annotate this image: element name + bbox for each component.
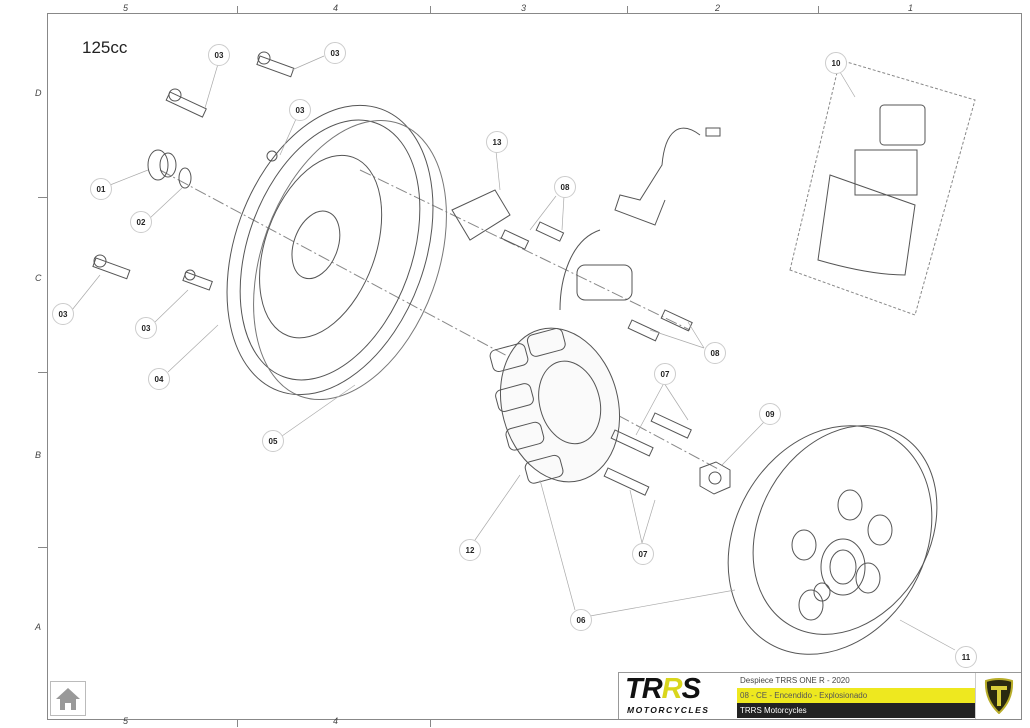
callout-09[interactable]: 09 <box>759 403 781 425</box>
bolt-axis-line <box>359 169 691 331</box>
column-label: 3 <box>521 3 527 13</box>
ruler-tick <box>38 547 47 548</box>
column-label: 5 <box>123 3 129 13</box>
callout-01[interactable]: 01 <box>90 178 112 200</box>
callout-06[interactable]: 06 <box>570 609 592 631</box>
bolt <box>650 412 692 439</box>
column-label: 4 <box>333 716 339 726</box>
pickup-bracket <box>451 189 511 241</box>
home-icon <box>56 687 80 710</box>
trrs-shield-logo <box>975 673 1021 719</box>
plug-cap <box>159 152 177 178</box>
callout-07[interactable]: 07 <box>654 363 676 385</box>
flywheel <box>727 425 938 655</box>
callout-02[interactable]: 02 <box>130 211 152 233</box>
bolt <box>610 429 654 457</box>
drawing-frame <box>47 13 1022 720</box>
callout-03[interactable]: 03 <box>289 99 311 121</box>
column-label: 2 <box>715 3 721 13</box>
title-block: TRRS MOTORCYCLES Despiece TRRS ONE R - 2… <box>618 672 1021 719</box>
ruler-tick <box>430 6 431 13</box>
bolt <box>182 269 213 291</box>
row-label: D <box>35 88 42 98</box>
callout-04[interactable]: 04 <box>148 368 170 390</box>
callout-08[interactable]: 08 <box>554 176 576 198</box>
ruler-tick <box>430 720 431 727</box>
row-label: B <box>35 450 42 460</box>
leader-lines <box>71 55 956 651</box>
callout-11[interactable]: 11 <box>955 646 977 668</box>
bolt <box>500 229 530 250</box>
callout-03[interactable]: 03 <box>52 303 74 325</box>
title-line-section: 08 - CE - Encendido - Explosionado <box>737 688 975 703</box>
home-button[interactable] <box>50 681 86 716</box>
connector <box>705 127 721 137</box>
ruler-tick <box>38 197 47 198</box>
column-label: 4 <box>333 3 339 13</box>
title-line-company: TRRS Motorcycles <box>737 703 975 718</box>
callout-10[interactable]: 10 <box>825 52 847 74</box>
callout-05[interactable]: 05 <box>262 430 284 452</box>
bolt <box>165 88 207 118</box>
o-ring <box>178 167 192 189</box>
cover-gasket <box>253 119 447 401</box>
title-line-document: Despiece TRRS ONE R - 2020 <box>740 676 850 685</box>
center-axis-line <box>159 169 721 471</box>
trrs-logo: TRRS MOTORCYCLES <box>625 673 710 715</box>
row-label: C <box>35 273 42 283</box>
flywheel-puller <box>817 104 926 276</box>
bolt <box>660 309 693 332</box>
bolt <box>535 221 565 242</box>
flywheel-nut <box>699 461 731 495</box>
bolt <box>627 319 660 342</box>
callout-13[interactable]: 13 <box>486 131 508 153</box>
bolt <box>266 150 278 162</box>
plug <box>147 149 169 181</box>
stator <box>489 327 621 484</box>
ruler-tick <box>38 372 47 373</box>
logo-subtext: MOTORCYCLES <box>627 705 710 715</box>
puller-group-box <box>789 59 976 316</box>
ruler-tick <box>627 6 628 13</box>
pickup-coil <box>576 264 633 301</box>
wiring-harness <box>614 127 701 226</box>
ruler-tick <box>237 6 238 13</box>
ignition-cover <box>226 104 434 396</box>
bolt <box>603 467 650 496</box>
callout-07[interactable]: 07 <box>632 543 654 565</box>
callout-03[interactable]: 03 <box>324 42 346 64</box>
callout-08[interactable]: 08 <box>704 342 726 364</box>
bolt <box>92 254 131 280</box>
callout-03[interactable]: 03 <box>208 44 230 66</box>
bolt <box>256 51 295 78</box>
engine-size-label: 125cc <box>82 38 128 57</box>
ruler-tick <box>818 6 819 13</box>
column-label: 1 <box>908 3 914 13</box>
ruler-tick <box>237 720 238 727</box>
callout-12[interactable]: 12 <box>459 539 481 561</box>
row-label: A <box>35 622 42 632</box>
callout-03[interactable]: 03 <box>135 317 157 339</box>
column-label: 5 <box>123 716 129 726</box>
